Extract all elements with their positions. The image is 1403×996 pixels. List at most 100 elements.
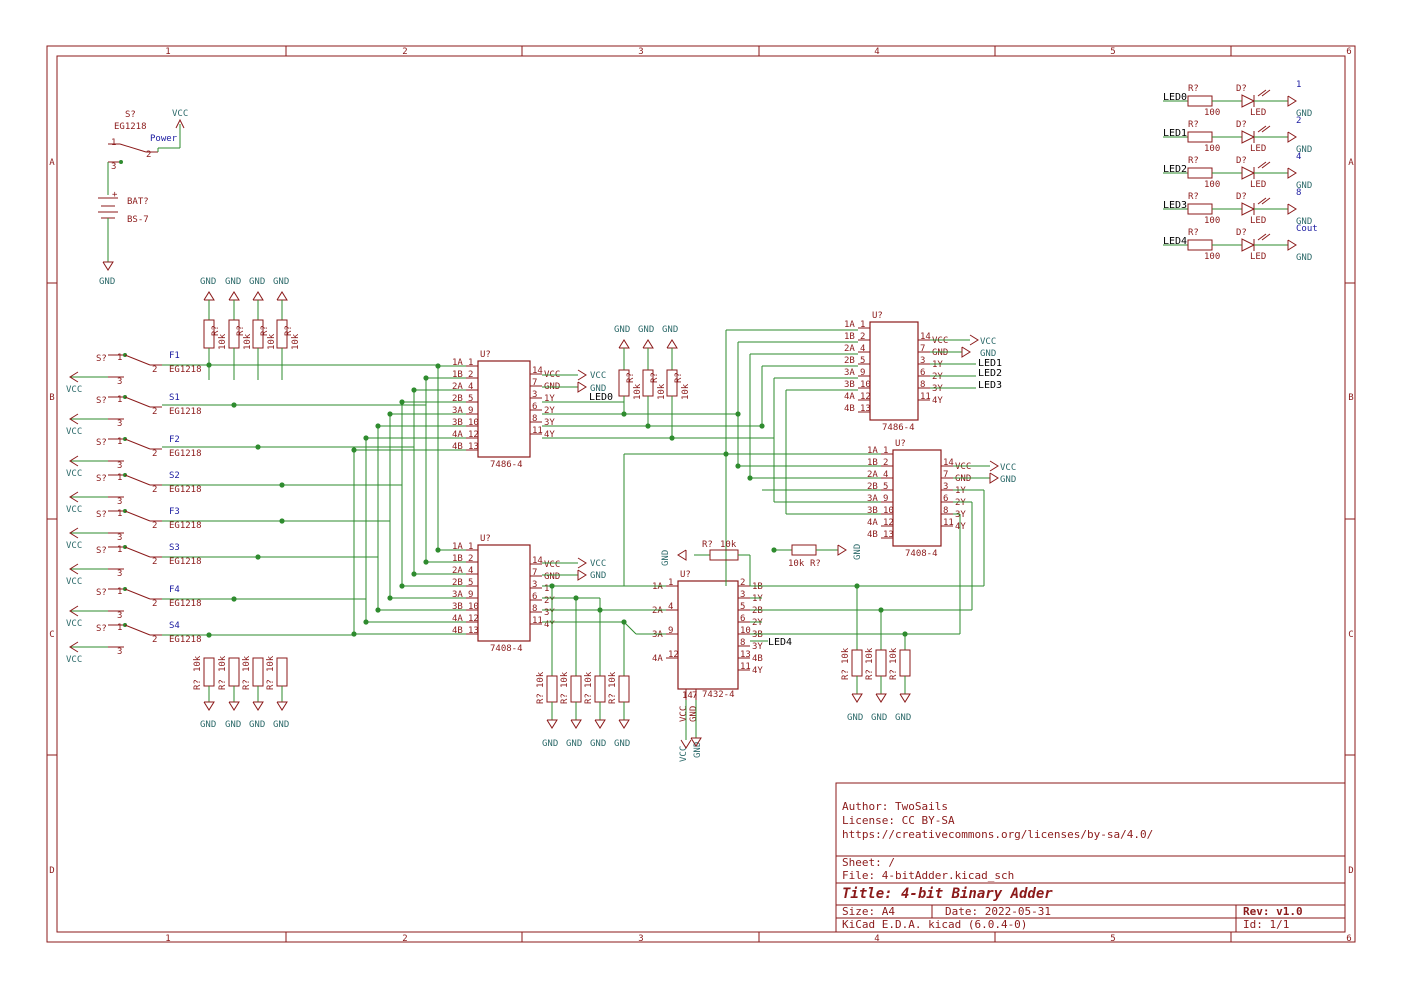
led-resistor-ref: R? bbox=[1188, 228, 1199, 238]
pin-number: 3 bbox=[117, 647, 122, 657]
pin-name: 3B bbox=[844, 380, 855, 390]
led-weight-label: Cout bbox=[1296, 224, 1318, 234]
and2-ic-body bbox=[892, 449, 942, 547]
pin-number: 7 bbox=[692, 691, 697, 701]
pin-name: 2Y bbox=[544, 406, 555, 416]
led-weight-label: 8 bbox=[1296, 188, 1301, 198]
gnd-symbol bbox=[252, 291, 264, 301]
pin-name: GND bbox=[544, 572, 560, 582]
pin-name: 1A bbox=[452, 542, 463, 552]
inner-frame bbox=[56, 55, 1346, 933]
junction-dot bbox=[206, 362, 212, 368]
pin-name: 2A bbox=[844, 344, 855, 354]
gnd-symbol bbox=[989, 472, 999, 484]
led-resistor bbox=[1187, 239, 1213, 251]
pin-name: 1B bbox=[452, 370, 463, 380]
zone-row-label: D bbox=[1348, 866, 1353, 876]
input-switch-ref: S? bbox=[96, 396, 107, 406]
switch-lever bbox=[124, 396, 151, 408]
pulldown-resistor bbox=[276, 657, 288, 687]
pin-name: VCC bbox=[932, 336, 948, 346]
vcc-arrow bbox=[69, 491, 79, 503]
pin-name: 4Y bbox=[955, 522, 966, 532]
pin-number: 4 bbox=[468, 566, 473, 576]
led-diode-ref: D? bbox=[1236, 84, 1247, 94]
vcc-label: VCC bbox=[66, 619, 82, 629]
tb-license: License: CC BY-SA bbox=[842, 814, 955, 827]
pin-number: 1 bbox=[860, 320, 865, 330]
pin-number: 14 bbox=[532, 556, 543, 566]
pin-number: 3 bbox=[117, 497, 122, 507]
gnd-label: GND bbox=[693, 742, 703, 758]
gnd-label: GND bbox=[590, 739, 606, 749]
pin-number: 9 bbox=[860, 368, 865, 378]
led-net-label: LED1 bbox=[1163, 128, 1187, 139]
pin-name: 4A bbox=[452, 430, 463, 440]
junction-dot bbox=[411, 571, 417, 577]
led-diode bbox=[1241, 94, 1256, 108]
power-switch-value: EG1218 bbox=[114, 122, 147, 132]
vcc-arrow bbox=[69, 563, 79, 575]
vcc-label: VCC bbox=[66, 577, 82, 587]
junction-dot bbox=[387, 411, 393, 417]
zone-row-label: C bbox=[49, 630, 54, 640]
gnd-label: GND bbox=[225, 277, 241, 287]
led-weight-label: 1 bbox=[1296, 80, 1301, 90]
zone-row-label: D bbox=[49, 866, 54, 876]
pin-number: 6 bbox=[532, 592, 537, 602]
pin-number: 2 bbox=[146, 150, 151, 160]
input-switch-ref: S? bbox=[96, 474, 107, 484]
pin-name: 2B bbox=[452, 394, 463, 404]
gnd-symbol bbox=[228, 291, 240, 301]
xor1-ic-body bbox=[477, 360, 531, 458]
pin-number: 3 bbox=[111, 162, 116, 172]
pin-number: 13 bbox=[740, 650, 751, 660]
gnd-label: GND bbox=[980, 349, 996, 359]
xor1-value: 7486-4 bbox=[490, 460, 523, 470]
resistor-value: 10k bbox=[291, 333, 301, 350]
pin-number: 3 bbox=[117, 611, 122, 621]
led-net-label: LED2 bbox=[1163, 164, 1187, 175]
junction-dot bbox=[375, 423, 381, 429]
pin-name: GND bbox=[932, 348, 948, 358]
gnd-label: GND bbox=[225, 720, 241, 730]
junction-dot bbox=[231, 402, 237, 408]
pin-number: 11 bbox=[740, 662, 751, 672]
resistor-ref: R? bbox=[841, 669, 851, 680]
pin-number: 12 bbox=[883, 518, 894, 528]
xor2-value: 7486-4 bbox=[882, 423, 915, 433]
tb-id: Id: 1/1 bbox=[1243, 918, 1289, 931]
led-resistor-value: 100 bbox=[1204, 144, 1220, 154]
led-diode-value: LED bbox=[1250, 108, 1266, 118]
pin-number: 2 bbox=[860, 332, 865, 342]
pin-name: 1Y bbox=[752, 594, 763, 604]
pin-name: 3Y bbox=[955, 510, 966, 520]
resistor-value: 10k bbox=[536, 671, 546, 688]
gnd-label: GND bbox=[1296, 145, 1312, 155]
gnd-symbol bbox=[594, 719, 606, 729]
pin-number: 6 bbox=[943, 494, 948, 504]
tb-title: Title: 4-bit Binary Adder bbox=[842, 886, 1053, 902]
wire bbox=[1257, 89, 1267, 97]
xor2-ic-body bbox=[869, 321, 919, 421]
wire bbox=[1257, 125, 1267, 133]
gnd-symbol bbox=[837, 544, 847, 556]
gnd-label: GND bbox=[99, 277, 115, 287]
vcc-arrow bbox=[680, 739, 692, 749]
pin-number: 7 bbox=[943, 470, 948, 480]
junction-dot bbox=[723, 451, 729, 457]
junction-dot bbox=[363, 619, 369, 625]
pin-name: 1B bbox=[752, 582, 763, 592]
pin-name: GND bbox=[955, 474, 971, 484]
pin-number: 2 bbox=[152, 635, 157, 645]
gnd-symbol bbox=[875, 693, 887, 703]
pin-number: 2 bbox=[152, 407, 157, 417]
pin-number: 12 bbox=[668, 650, 679, 660]
pin-name: 4B bbox=[752, 654, 763, 664]
resistor-value: 10k bbox=[865, 647, 875, 664]
resistor-ref: R? bbox=[218, 679, 228, 690]
pin-name: 3A bbox=[867, 494, 878, 504]
led-diode bbox=[1241, 202, 1256, 216]
pin-name: 3Y bbox=[544, 418, 555, 428]
